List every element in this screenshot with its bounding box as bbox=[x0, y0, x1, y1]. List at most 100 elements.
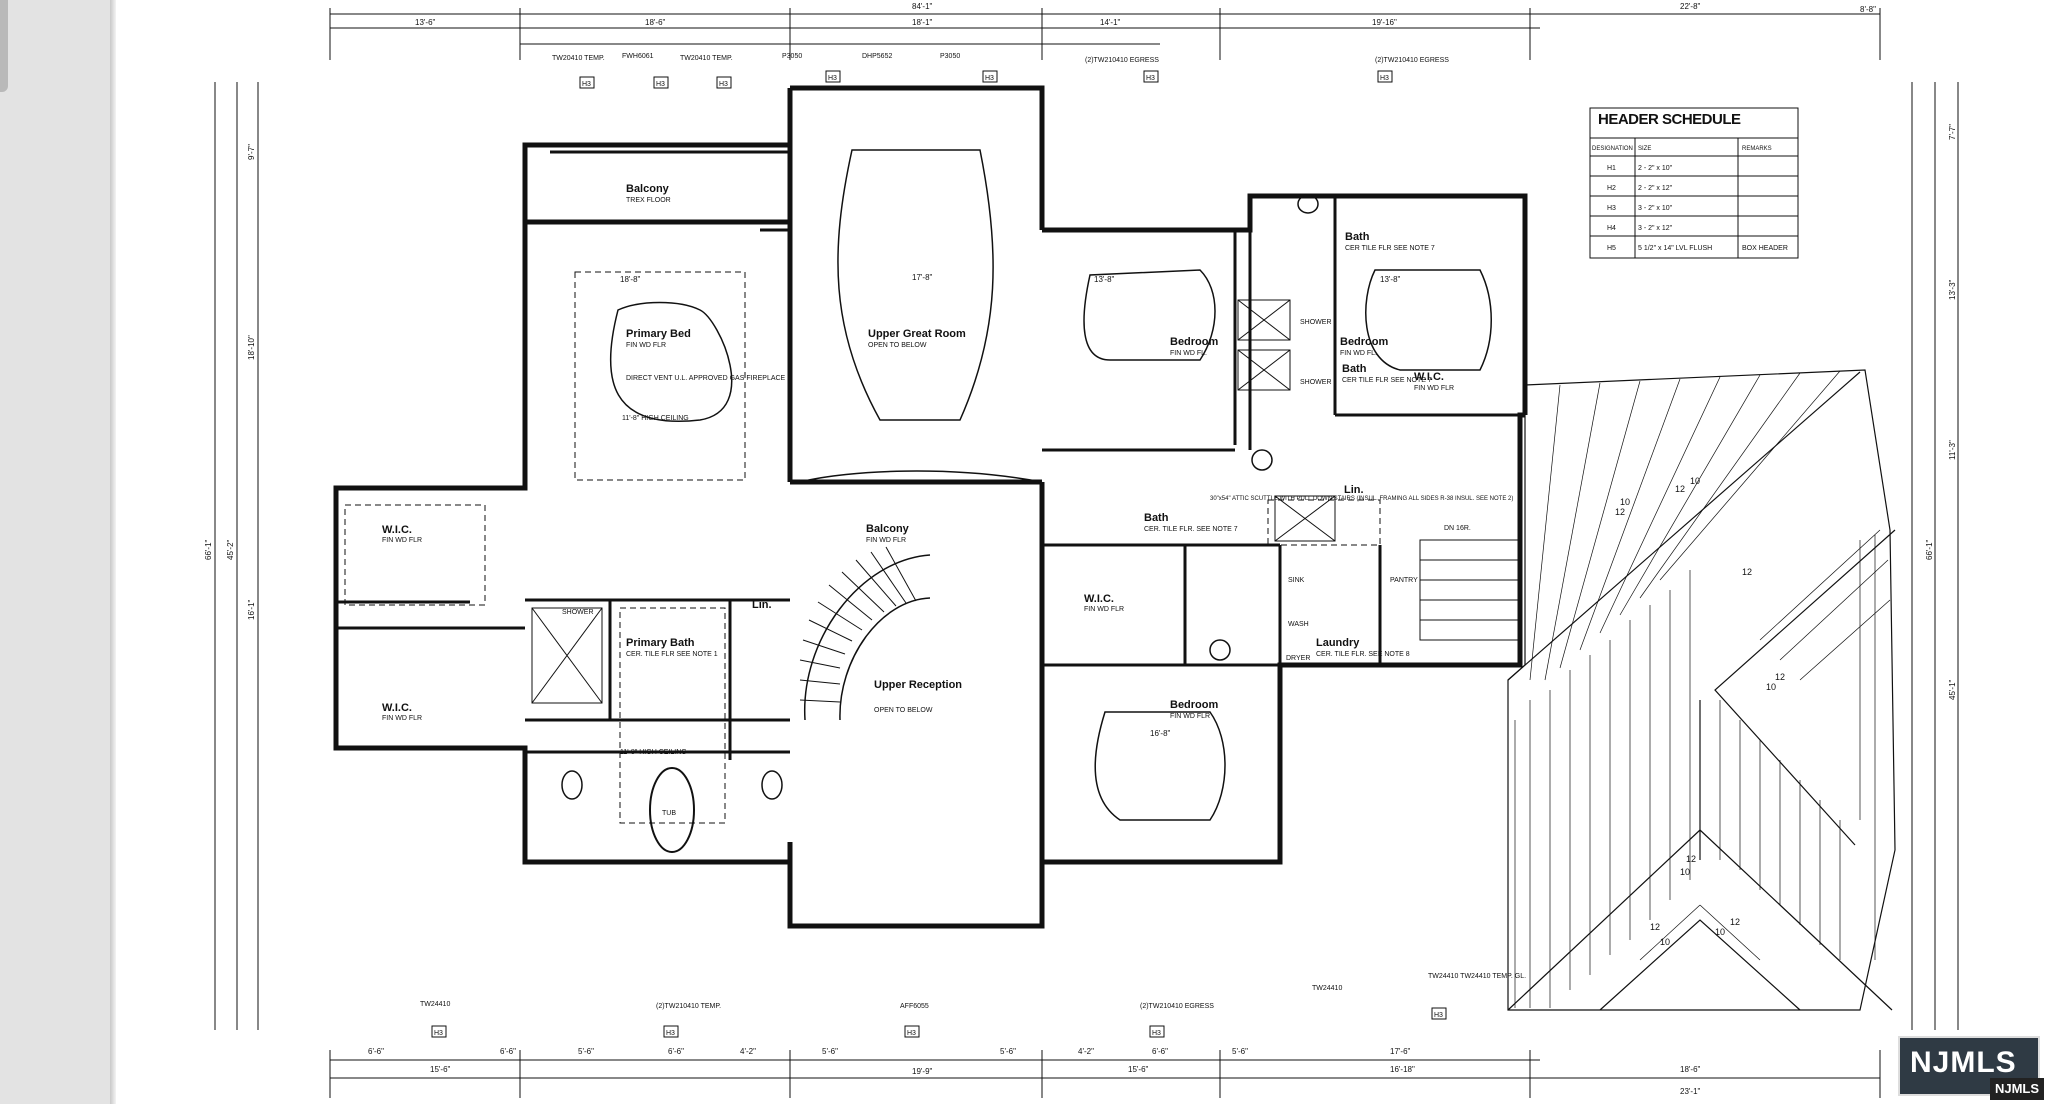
label-dryer: DRYER bbox=[1286, 655, 1310, 662]
dim-bedroom-3: 16'-8" bbox=[1150, 729, 1171, 738]
njmls-logo-subtext: NJMLS bbox=[1990, 1078, 2044, 1100]
header-tag: H3 bbox=[666, 1030, 675, 1037]
roof-pitch-label: 10 bbox=[1690, 476, 1700, 486]
window-callout-top: (2)TW210410 EGRESS bbox=[1375, 57, 1449, 64]
header-schedule-title: HEADER SCHEDULE bbox=[1598, 111, 1741, 128]
label-pantry: PANTRY bbox=[1390, 577, 1418, 584]
vertical-scrollbar[interactable] bbox=[0, 0, 8, 92]
dimension-label-bottom: 4'-2" bbox=[740, 1047, 756, 1056]
room-primary-bath: Primary Bath bbox=[626, 637, 695, 649]
dimension-label-left: 66'-1" bbox=[204, 539, 213, 560]
dimension-label-right: 66'-1" bbox=[1925, 539, 1934, 560]
schedule-size: 5 1/2" x 14" LVL FLUSH bbox=[1638, 245, 1712, 252]
room-upper-reception: Upper Reception bbox=[874, 679, 962, 691]
window-callout-top: TW20410 TEMP. bbox=[680, 55, 733, 62]
njmls-watermark-logo: NJMLS bbox=[1898, 1036, 2040, 1096]
dimension-label-left: 16'-1" bbox=[247, 599, 256, 620]
dimension-label-top: 14'-1" bbox=[1100, 18, 1121, 27]
note-bedroom-3: FIN WD FLR bbox=[1170, 713, 1210, 720]
room-lin-2: Lin. bbox=[1344, 484, 1364, 496]
roof-pitch-label: 10 bbox=[1766, 682, 1776, 692]
dimension-label-bottom: 16'-18" bbox=[1390, 1065, 1415, 1074]
header-tag: H3 bbox=[1380, 75, 1389, 82]
window-callout-top: DHP5652 bbox=[862, 53, 892, 60]
dimension-label-bottom: 18'-6" bbox=[1680, 1065, 1701, 1074]
note-primary-shower: SHOWER bbox=[562, 609, 594, 616]
roof-pitch-label: 12 bbox=[1730, 917, 1740, 927]
window-callout-bottom: (2)TW210410 TEMP. bbox=[656, 1003, 721, 1010]
schedule-designation: H5 bbox=[1607, 245, 1616, 252]
window-callout-bottom: TW24410 bbox=[420, 1001, 450, 1008]
dimension-label-bottom: 6'-6" bbox=[1152, 1047, 1168, 1056]
note-wic-1: FIN WD FLR bbox=[1414, 385, 1454, 392]
label-shower-1: SHOWER bbox=[1300, 319, 1332, 326]
window-callout-bottom: AFF6055 bbox=[900, 1003, 929, 1010]
dimensions-right: 66'-1"45'-1"13'-3"11'-3"7'-7" bbox=[1925, 124, 1957, 700]
dimensions-top: 13'-6"18'-6"18'-1"14'-1"19'-16"84'-1"22'… bbox=[415, 2, 1876, 27]
label-sink: SINK bbox=[1288, 577, 1305, 584]
dimensions-left: 66'-1"45'-2"18'-10"16'-1"9'-7" bbox=[204, 144, 256, 620]
room-wic-left-bottom: W.I.C. bbox=[382, 702, 412, 714]
label-washer: WASH bbox=[1288, 621, 1309, 628]
dimension-label-top: 19'-16" bbox=[1372, 18, 1397, 27]
dimension-label-left: 9'-7" bbox=[247, 144, 256, 160]
schedule-col-remarks: REMARKS bbox=[1742, 146, 1772, 152]
window-callout-top: (2)TW210410 EGRESS bbox=[1085, 57, 1159, 64]
schedule-size: 2 - 2" x 10" bbox=[1638, 165, 1673, 172]
room-primary-bed: Primary Bed bbox=[626, 328, 691, 340]
dim-bedroom-1: 13'-8" bbox=[1094, 275, 1115, 284]
schedule-size: 3 - 2" x 12" bbox=[1638, 225, 1673, 232]
note-bath-3: CER. TILE FLR. SEE NOTE 7 bbox=[1144, 526, 1238, 533]
note-balcony-mid: FIN WD FLR bbox=[866, 537, 906, 544]
header-tag: H3 bbox=[1146, 75, 1155, 82]
dimension-label-bottom: 15'-6" bbox=[430, 1065, 451, 1074]
note-primary-bed: FIN WD FLR bbox=[626, 342, 666, 349]
dimension-label-bottom: 15'-6" bbox=[1128, 1065, 1149, 1074]
roof-pitch-label: 12 bbox=[1775, 672, 1785, 682]
note-wic-left-bottom: FIN WD FLR bbox=[382, 715, 422, 722]
dimension-label-bottom: 23'-1" bbox=[1680, 1087, 1701, 1096]
note-bath-1: CER TILE FLR SEE NOTE 7 bbox=[1345, 245, 1435, 252]
note-balcony-top: TREX FLOOR bbox=[626, 197, 671, 204]
dimension-label-bottom: 5'-6" bbox=[578, 1047, 594, 1056]
note-tub: TUB bbox=[662, 810, 676, 817]
window-callout-bottom: TW24410 bbox=[1312, 985, 1342, 992]
roof-pitch-label: 12 bbox=[1675, 484, 1685, 494]
note-great-room: OPEN TO BELOW bbox=[868, 342, 927, 349]
note-wic-2: FIN WD FLR bbox=[1084, 606, 1124, 613]
window-callouts-bottom: TW24410 (2)TW210410 TEMP. AFF6055 (2)TW2104… bbox=[420, 973, 1526, 1010]
dim-bedroom-2: 13'-8" bbox=[1380, 275, 1401, 284]
note-fireplace: DIRECT VENT U.L. APPROVED GAS FIREPLACE bbox=[626, 375, 786, 382]
room-bath-3: Bath bbox=[1144, 512, 1169, 524]
schedule-designation: H1 bbox=[1607, 165, 1616, 172]
dimension-label-bottom: 19'-9" bbox=[912, 1067, 933, 1076]
note-laundry: CER. TILE FLR. SEE NOTE 8 bbox=[1316, 651, 1410, 658]
window-callout-bottom: (2)TW210410 EGRESS bbox=[1140, 1003, 1214, 1010]
schedule-designation: H4 bbox=[1607, 225, 1616, 232]
dimension-label-right: 11'-3" bbox=[1948, 440, 1957, 460]
roof-pitch-label: 10 bbox=[1620, 497, 1630, 507]
dimension-label-left: 45'-2" bbox=[226, 539, 235, 560]
viewer-left-rail bbox=[0, 0, 110, 1104]
note-attic-scuttle: 30"x54" ATTIC SCUTTLE WITH PULL DOWN STA… bbox=[1210, 496, 1513, 502]
window-callout-top: P3050 bbox=[782, 53, 802, 60]
note-bedroom-2: FIN WD FL. bbox=[1340, 350, 1377, 357]
schedule-remarks: BOX HEADER bbox=[1742, 245, 1788, 252]
window-callout-top: P3050 bbox=[940, 53, 960, 60]
header-tag: H3 bbox=[828, 75, 837, 82]
note-bath-2: CER TILE FLR SEE NOTE 7 bbox=[1342, 377, 1432, 384]
schedule-col-designation: DESIGNATION bbox=[1592, 146, 1633, 152]
room-lin-1: Lin. bbox=[752, 599, 772, 611]
dimension-label-bottom: 5'-6" bbox=[1000, 1047, 1016, 1056]
schedule-size: 2 - 2" x 12" bbox=[1638, 185, 1673, 192]
room-bath-2: Bath bbox=[1342, 363, 1367, 375]
room-wic-1: W.I.C. bbox=[1414, 371, 1444, 383]
roof-pitch-label: 10 bbox=[1680, 867, 1690, 877]
header-tag: H3 bbox=[907, 1030, 916, 1037]
room-bath-1: Bath bbox=[1345, 231, 1370, 243]
